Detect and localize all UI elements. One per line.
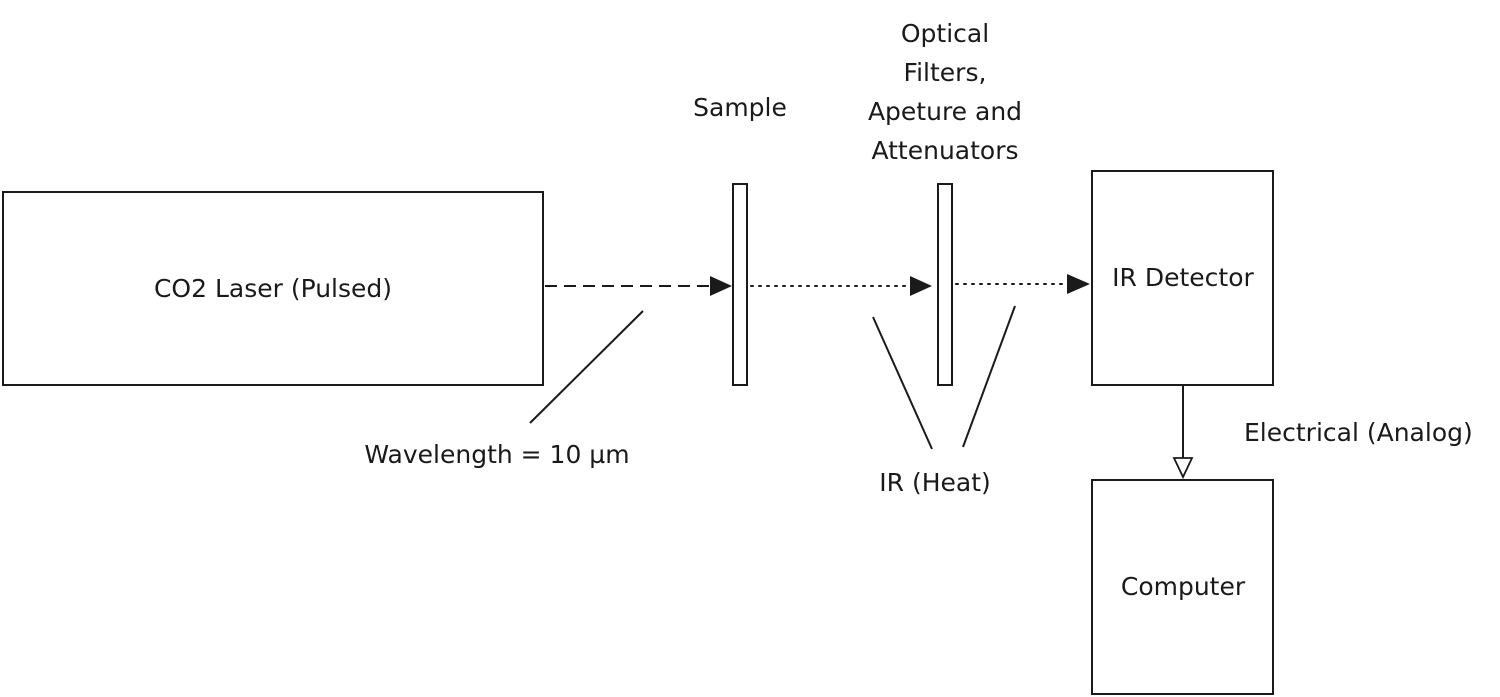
- detector-box: [1091, 170, 1274, 386]
- ir-heat-leader-right: [962, 305, 1016, 448]
- filters-label-line-4: Attenuators: [871, 136, 1018, 165]
- filters-node: Optical Filters, Apeture and Attenuators: [868, 19, 1022, 386]
- laser-box: [2, 191, 544, 386]
- filters-plate: [937, 183, 953, 386]
- beam-arrowhead-filters: [910, 276, 932, 296]
- filters-label-line-1: Optical: [901, 19, 989, 48]
- sample-plate: [732, 183, 748, 386]
- wavelength-label: Wavelength = 10 µm: [364, 440, 629, 469]
- filters-label-line-3: Apeture and: [868, 97, 1022, 126]
- laser-label: CO2 Laser (Pulsed): [154, 274, 392, 303]
- sample-label: Sample: [693, 93, 787, 122]
- sample-node: Sample: [693, 93, 787, 386]
- beam-arrowhead-sample: [710, 276, 732, 296]
- computer-box: [1091, 479, 1274, 695]
- ir-heat-label: IR (Heat): [879, 468, 991, 497]
- detector-node: IR Detector: [1091, 170, 1274, 386]
- detector-label: IR Detector: [1112, 263, 1254, 292]
- laser-node: CO2 Laser (Pulsed): [2, 191, 544, 386]
- electrical-label: Electrical (Analog): [1244, 418, 1473, 447]
- electrical-arrowhead: [1172, 457, 1194, 480]
- ir-heat-leader-left: [872, 316, 933, 450]
- computer-node: Computer: [1091, 479, 1274, 695]
- beam-arrowhead-detector: [1067, 274, 1090, 294]
- filters-label-line-2: Filters,: [904, 58, 987, 87]
- computer-label: Computer: [1121, 572, 1246, 601]
- wavelength-leader-line: [529, 310, 644, 424]
